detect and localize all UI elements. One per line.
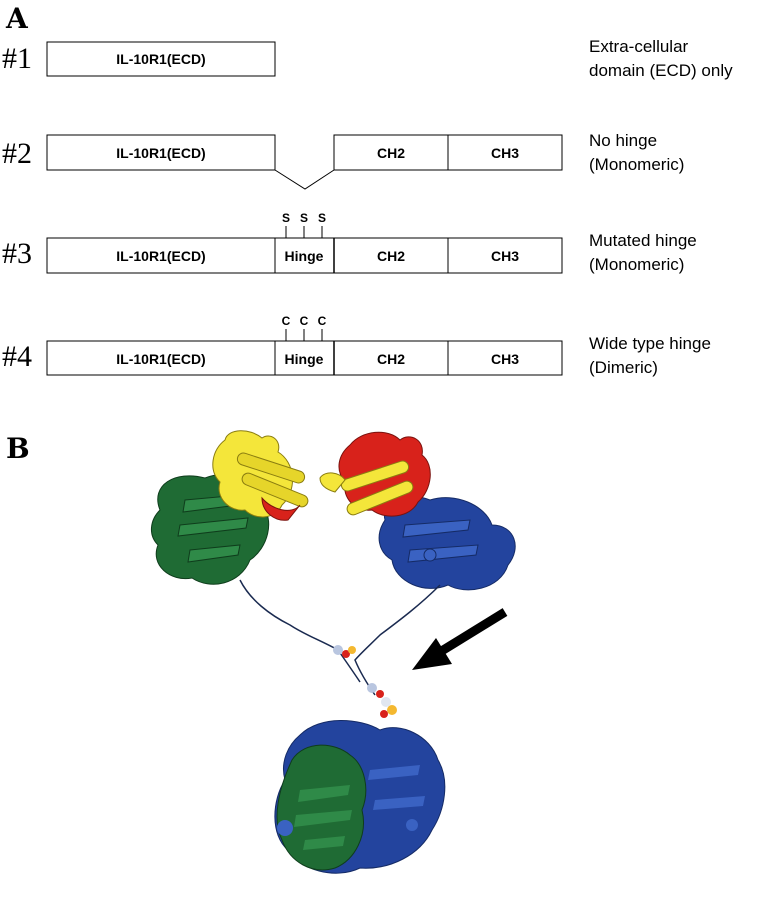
- construct-1-description: Extra-cellular domain (ECD) only: [589, 35, 733, 83]
- construct-2: IL-10R1(ECD) CH2 CH3: [46, 134, 563, 190]
- construct-4-ch3-label: CH3: [491, 351, 519, 367]
- construct-2-number: #2: [2, 137, 32, 170]
- construct-2-ch3-label: CH3: [491, 145, 519, 161]
- construct-1: IL-10R1(ECD): [46, 41, 276, 77]
- construct-4-desc-line2: (Dimeric): [589, 358, 658, 377]
- construct-4-description: Wide type hinge (Dimeric): [589, 332, 711, 380]
- construct-3-ecd-label: IL-10R1(ECD): [116, 248, 205, 264]
- construct-4-ecd-label: IL-10R1(ECD): [116, 351, 205, 367]
- construct-3-site-1: S: [282, 211, 290, 225]
- construct-4-box: [46, 340, 563, 376]
- construct-3-desc-line1: Mutated hinge: [589, 231, 697, 250]
- construct-3-hinge-label: Hinge: [285, 248, 324, 264]
- construct-4-number: #4: [2, 340, 32, 373]
- linker-chain-right: [354, 584, 441, 696]
- hinge-arrow: [412, 608, 508, 670]
- construct-4-ch2-label: CH2: [377, 351, 405, 367]
- construct-3-description: Mutated hinge (Monomeric): [589, 229, 697, 277]
- construct-4-desc-line1: Wide type hinge: [589, 334, 711, 353]
- construct-2-ch2-label: CH2: [377, 145, 405, 161]
- il10-dimer: [212, 430, 431, 521]
- construct-1-desc-line2: domain (ECD) only: [589, 61, 733, 80]
- hinge-disulfide-residues: [333, 645, 397, 718]
- construct-1-ecd-label: IL-10R1(ECD): [116, 51, 205, 67]
- construct-2-deletion-line: [274, 169, 335, 190]
- linker-chain-left: [239, 579, 361, 683]
- construct-4-hinge-label: Hinge: [285, 351, 324, 367]
- construct-4: C C C IL-10R1(ECD) Hinge CH2 CH3: [46, 314, 563, 376]
- construct-3-site-3: S: [318, 211, 326, 225]
- construct-2-ecd-label: IL-10R1(ECD): [116, 145, 205, 161]
- fc-domain-lower: [274, 720, 446, 874]
- construct-4-site-2: C: [300, 314, 309, 328]
- construct-2-desc-line2: (Monomeric): [589, 155, 685, 174]
- panel-b-label: B: [6, 432, 30, 465]
- construct-3-ch2-label: CH2: [377, 248, 405, 264]
- protein-structure-illustration: [151, 430, 516, 874]
- construct-3-ch3-label: CH3: [491, 248, 519, 264]
- construct-1-ecd-box: [46, 41, 276, 77]
- construct-3: S S S IL-10R1(ECD) Hinge CH2 CH3: [46, 211, 563, 274]
- blue-ecd-upper: [378, 495, 516, 591]
- construct-3-desc-line2: (Monomeric): [589, 255, 685, 274]
- construct-3-number: #3: [2, 237, 32, 270]
- construct-2-description: No hinge (Monomeric): [589, 129, 684, 177]
- construct-1-desc-line1: Extra-cellular: [589, 37, 689, 56]
- construct-2-desc-line1: No hinge: [589, 131, 658, 150]
- construct-1-number: #1: [2, 42, 32, 75]
- panel-a-label: A: [6, 2, 28, 35]
- construct-4-site-1: C: [282, 314, 291, 328]
- construct-4-site-3: C: [318, 314, 327, 328]
- construct-3-site-2: S: [300, 211, 308, 225]
- construct-3-box: [46, 237, 563, 274]
